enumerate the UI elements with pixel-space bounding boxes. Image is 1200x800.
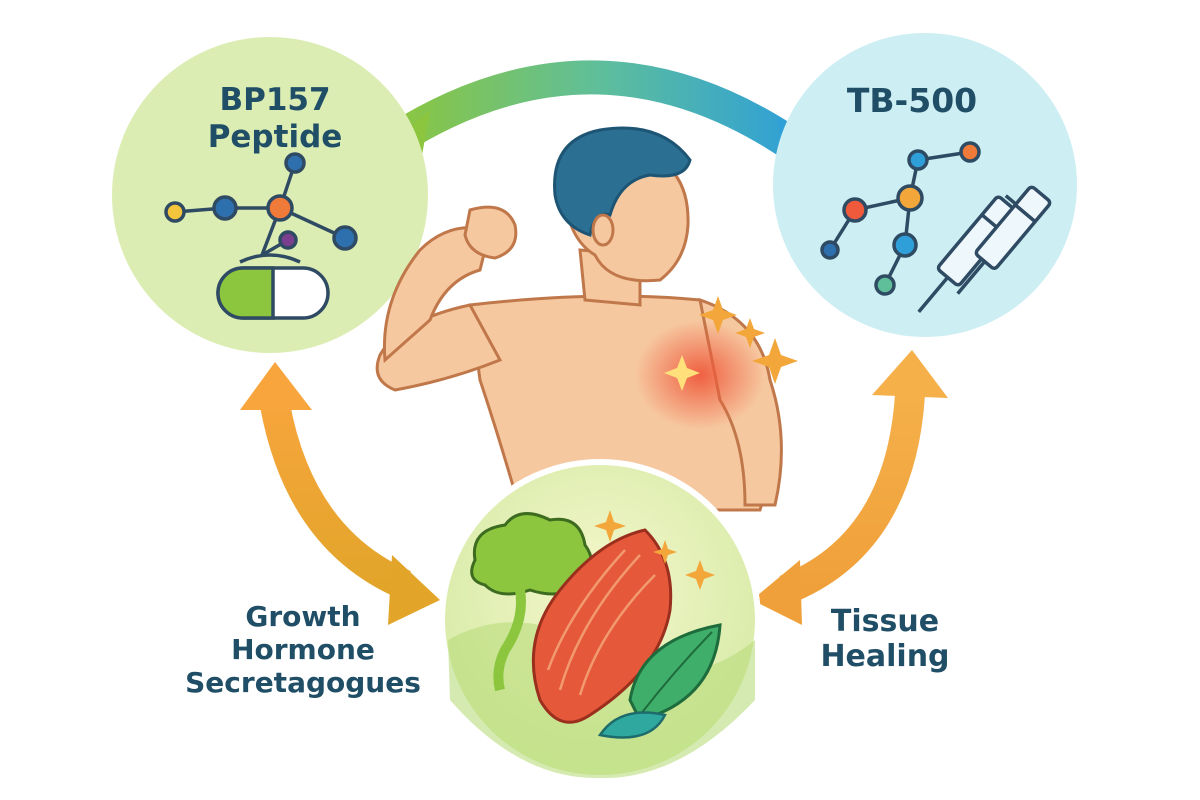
capsule-icon xyxy=(216,253,330,320)
bp157-node xyxy=(112,37,428,353)
ghs-label-line1: Growth xyxy=(245,600,361,633)
ghs-label: Growth Hormone Secretagogues xyxy=(168,600,438,699)
tissue-healing-label: Tissue Healing xyxy=(775,604,995,675)
ghs-label-line3: Secretagogues xyxy=(185,666,421,700)
sparkle-icon-2 xyxy=(594,510,715,590)
tb500-node xyxy=(773,33,1077,337)
molecule-icon-2 xyxy=(820,141,981,296)
right-double-arrow xyxy=(752,350,948,625)
tb500-label-line1: TB-500 xyxy=(846,81,978,120)
tissue-label-line1: Tissue xyxy=(830,604,940,639)
tb500-label: TB-500 xyxy=(812,81,1012,121)
shoulder-inflammation xyxy=(635,320,765,430)
tissue-label-line2: Healing xyxy=(820,639,950,675)
bottom-node xyxy=(439,459,761,781)
bp157-label-line2: Peptide xyxy=(207,118,343,155)
sparkle-icon xyxy=(664,296,798,391)
leaf-icon xyxy=(597,623,722,739)
syringe-icon xyxy=(917,185,1052,313)
left-double-arrow xyxy=(240,362,440,625)
bp157-label: BP157 Peptide xyxy=(175,82,375,155)
molecule-icon xyxy=(164,152,358,257)
ghs-label-line2: Hormone xyxy=(231,633,375,667)
bp157-label-line1: BP157 xyxy=(219,82,331,118)
